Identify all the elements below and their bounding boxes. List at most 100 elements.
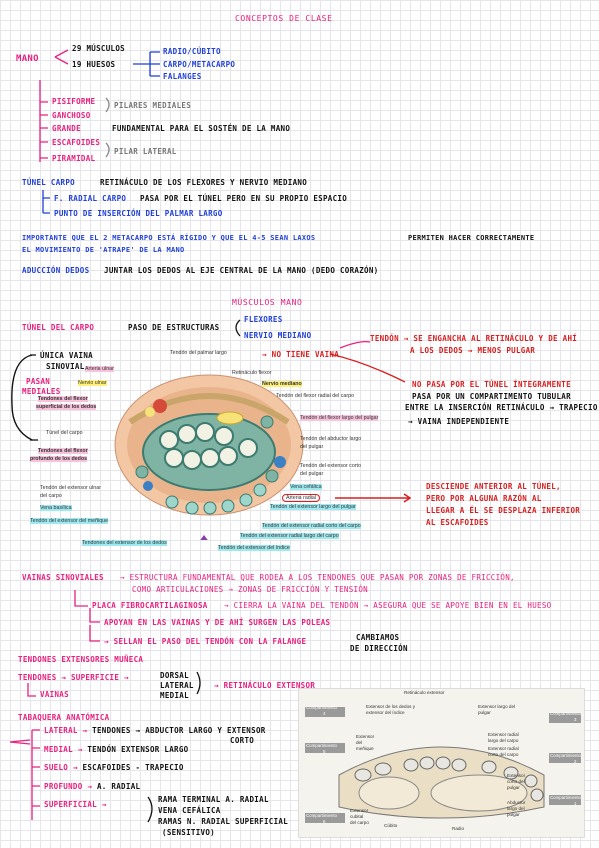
label-extensor-radial-largo: Tendón del extensor radial largo del car… bbox=[240, 533, 339, 539]
tunel-carpo-label: TÚNEL CARPO bbox=[22, 178, 75, 187]
tabaquera-superficial: SUPERFICIAL → bbox=[44, 800, 107, 809]
flexor-radial-note-2: PASA POR UN COMPARTIMENTO TUBULAR bbox=[412, 392, 571, 401]
label-flexor-profundo-2: profundo de los dedos bbox=[30, 456, 88, 462]
d2-abductor-1: Abductor bbox=[507, 800, 526, 805]
extensores-title: TENDONES EXTENSORES MUÑECA bbox=[18, 655, 144, 664]
tunel2-item-nervio: NERVIO MEDIANO bbox=[244, 331, 312, 340]
aduccion-label: ADUCCIÓN DEDOS bbox=[22, 266, 90, 275]
tabaquera-lateral-corto: CORTO bbox=[230, 736, 255, 745]
d2-comp5-1: Compartimiento bbox=[306, 743, 337, 748]
extensores-vainas: VAINAS bbox=[40, 690, 69, 699]
arteria-note-4: AL ESCAFOIDES bbox=[426, 518, 489, 527]
label-extensor-ulnar-1: Tendón del extensor ulnar bbox=[40, 485, 101, 491]
d2-cubito: Cúbito bbox=[384, 823, 398, 828]
carpal-pisiforme: PISIFORME bbox=[52, 97, 96, 106]
d2-ext-radial-largo-1: Extensor radial bbox=[488, 732, 519, 737]
mano-bones: 19 HUESOS bbox=[72, 60, 116, 69]
d2-abductor-2: largo del bbox=[507, 806, 525, 811]
unica-vaina-2: SINOVIAL bbox=[46, 362, 85, 371]
label-extensor-largo-pulgar: Tendón del extensor largo del pulgar bbox=[270, 504, 356, 510]
tunel2-item-flexores: FLEXORES bbox=[244, 315, 283, 324]
d2-ext-corto-pulgar-2: corto del bbox=[507, 779, 525, 784]
concepts-title: CONCEPTOS DE CLASE bbox=[235, 14, 333, 23]
extensores-tendones: TENDONES → SUPERFICIE → bbox=[18, 673, 129, 682]
tunel-carpo-sub1-desc: PASA POR EL TÚNEL PERO EN SU PROPIO ESPA… bbox=[140, 194, 348, 203]
label-extensor-corto-2: del pulgar bbox=[300, 471, 324, 477]
d2-extensor-largo-pulgar-2: pulgar bbox=[478, 710, 491, 715]
label-flexor-superficial-2: superficial de los dedos bbox=[36, 404, 97, 410]
tendon-note-2: A LOS DEDOS → MENOS PULGAR bbox=[410, 346, 536, 355]
arteria-note-3: LLEGAR A ÉL SE DESPLAZA INFERIOR bbox=[426, 506, 581, 515]
tunel2-label: TÚNEL DEL CARPO bbox=[22, 323, 95, 332]
bone-group-1: RADIO/CÚBITO bbox=[163, 47, 221, 56]
extensores-side-lateral: LATERAL bbox=[160, 681, 194, 690]
d2-comp2-1: Compartimiento bbox=[550, 753, 581, 758]
tunel-carpo-sub1: F. RADIAL CARPO bbox=[54, 194, 127, 203]
mano-muscles: 29 MÚSCULOS bbox=[72, 44, 125, 53]
carpal-grande: GRANDE bbox=[52, 124, 81, 133]
vainas-line2: COMO ARTICULACIONES → ZONAS DE FRICCIÓN … bbox=[132, 585, 368, 594]
label-flexor-superficial-1: Tendones del flexor bbox=[38, 396, 88, 402]
d2-extensor-dedos-2: extensor del índice bbox=[366, 710, 405, 715]
d2-comp4-2: 4 bbox=[323, 711, 326, 716]
label-extensor-indice: Tendón del extensor del índice bbox=[218, 545, 290, 551]
musculos-title: MÚSCULOS MANO bbox=[232, 298, 303, 307]
d2-comp4-1: Compartimiento bbox=[306, 705, 337, 710]
d2-comp3-1: Compartimiento bbox=[550, 711, 581, 716]
d2-ext-menique-1: Extensor bbox=[356, 734, 375, 739]
label-nervio-mediano: Nervio mediano bbox=[262, 381, 302, 387]
extensores-side-dorsal: DORSAL bbox=[160, 671, 189, 680]
d2-comp2-2: 2 bbox=[574, 759, 577, 764]
label-tunel-carpo: Túnel del carpo bbox=[46, 430, 83, 436]
tunel-carpo-desc: RETINÁCULO DE LOS FLEXORES Y NERVIO MEDI… bbox=[100, 178, 308, 187]
label-extensor-radial-corto: Tendón del extensor radial corto del car… bbox=[262, 523, 361, 529]
d2-extensor-dedos-1: Extensor de los dedos y bbox=[366, 704, 416, 709]
mano-label: MANO bbox=[16, 54, 39, 64]
arteria-note-2: PERO POR ALGUNA RAZÓN AL bbox=[426, 494, 542, 503]
label-extensor-dedos: Tendones del extensor de los dedos bbox=[82, 540, 167, 546]
placa-desc: → CIERRA LA VAINA DEL TENDÓN → ASEGURA Q… bbox=[224, 601, 552, 610]
flexor-radial-note-1: NO PASA POR EL TÚNEL ÍNTEGRAMENTE bbox=[412, 380, 571, 389]
d2-ext-cubital-2: cubital bbox=[350, 814, 364, 819]
cambiamos-2: DE DIRECCIÓN bbox=[350, 644, 408, 653]
pasan-mediales-1: PASAN bbox=[26, 377, 51, 386]
d2-ext-corto-pulgar-1: Extensor bbox=[507, 773, 526, 778]
bone-group-2: CARPO/METACARPO bbox=[163, 60, 236, 69]
d2-ext-radial-corto-2: corto del carpo bbox=[488, 752, 519, 757]
label-abductor-largo-1: Tendón del abductor largo bbox=[300, 436, 362, 442]
bone-group-3: FALANGES bbox=[163, 72, 202, 81]
label-flexor-largo-pulgar: Tendón del flexor largo del pulgar bbox=[300, 415, 379, 421]
label-abductor-largo-2: del pulgar bbox=[300, 444, 324, 450]
tabaquera-sup-2: VENA CEFÁLICA bbox=[158, 806, 221, 815]
apoyan: APOYAN EN LAS VAINAS Y DE AHÍ SURGEN LAS… bbox=[104, 618, 331, 627]
d2-ext-corto-pulgar-3: pulgar bbox=[507, 785, 520, 790]
carpal-grande-note: FUNDAMENTAL PARA EL SOSTÉN DE LA MANO bbox=[112, 124, 291, 133]
d2-comp6-2: 6 bbox=[323, 819, 326, 824]
d2-extensor-largo-pulgar-1: Extensor largo del bbox=[478, 704, 516, 709]
unica-vaina-1: ÚNICA VAINA bbox=[40, 351, 93, 360]
d2-ext-menique-2: del bbox=[356, 740, 363, 745]
d2-comp3-2: 3 bbox=[574, 717, 577, 722]
d2-ext-menique-3: meñique bbox=[356, 746, 374, 751]
label-extensor-menique: Tendón del extensor del meñique bbox=[30, 518, 109, 524]
d2-ext-cubital-3: del carpo bbox=[350, 820, 369, 825]
importante-line1: IMPORTANTE QUE EL 2 METACARPO ESTÁ RÍGID… bbox=[22, 234, 316, 242]
d2-comp6-1: Compartimiento bbox=[306, 813, 337, 818]
cambiamos-1: CAMBIAMOS bbox=[356, 633, 400, 642]
label-flexor-profundo-1: Tendones del flexor bbox=[38, 448, 88, 454]
tabaquera-sup-1: RAMA TERMINAL A. RADIAL bbox=[158, 795, 269, 804]
d2-radio: Radio bbox=[452, 826, 465, 831]
label-extensor-corto-1: Tendón del extensor corto bbox=[300, 463, 361, 469]
label-vena-basilica: Vena basílica bbox=[40, 505, 72, 511]
pasan-mediales-2: MEDIALES bbox=[22, 387, 61, 396]
vaina-independiente: → VAINA INDEPENDIENTE bbox=[408, 417, 510, 426]
label-extensor-ulnar-2: del carpo bbox=[40, 493, 62, 499]
tabaquera-sup-3: RAMAS N. RADIAL SUPERFICIAL bbox=[158, 817, 289, 826]
tunel-carpo-sub2: PUNTO DE INSERCIÓN DEL PALMAR LARGO bbox=[54, 209, 223, 218]
d2-ext-cubital-1: Extensor bbox=[350, 808, 369, 813]
extensores-retinaculo: → RETINÁCULO EXTENSOR bbox=[214, 681, 316, 690]
label-flexor-radial: Tendón del flexor radial del carpo bbox=[276, 393, 355, 399]
d2-comp5-2: 5 bbox=[323, 749, 326, 754]
placa-label: PLACA FIBROCARTILAGINOSA bbox=[92, 601, 208, 610]
